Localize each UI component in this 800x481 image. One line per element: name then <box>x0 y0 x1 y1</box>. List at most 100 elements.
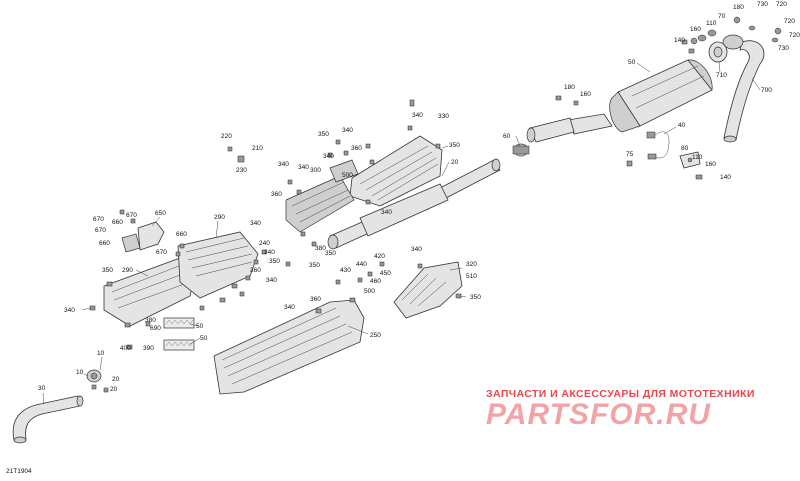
callout-210: 210 <box>252 145 263 152</box>
callout-340-c: 350 <box>269 258 280 265</box>
callout-330-c: 340 <box>323 153 334 160</box>
tailpipe-part <box>722 34 765 143</box>
callout-310: 320 <box>466 261 477 268</box>
exhaust-clamp-part <box>86 369 102 383</box>
callout-510-a: 660 <box>112 219 123 226</box>
callout-160-b: 160 <box>580 91 591 98</box>
callout-220: 220 <box>221 133 232 140</box>
callout-180-a: 180 <box>733 4 744 11</box>
flange-gasket-part <box>708 41 728 63</box>
callout-20-b: 20 <box>110 386 118 393</box>
watermark-tagline: ЗАПЧАСТИ И АКСЕССУАРЫ ДЛЯ МОТОТЕХНИКИ <box>486 388 755 400</box>
callout-330-h: 340 <box>264 249 275 256</box>
callout-330-i: 340 <box>266 277 277 284</box>
callout-410: 430 <box>340 267 351 274</box>
callout-160-a: 160 <box>690 26 701 33</box>
callout-690: 690 <box>150 325 161 332</box>
heat-shield-small-part <box>329 159 359 183</box>
callout-330-b: 340 <box>342 127 353 134</box>
callout-330-k: 340 <box>411 246 422 253</box>
callout-100: 70 <box>718 13 726 20</box>
callout-460: 510 <box>466 273 477 280</box>
callout-730-b: 730 <box>778 45 789 52</box>
callout-320: 330 <box>438 113 449 120</box>
callout-340-a: 350 <box>449 142 460 149</box>
callout-180-b: 180 <box>564 84 575 91</box>
callout-360-b: 380 <box>315 245 326 252</box>
callout-340-f: 350 <box>325 250 336 257</box>
callout-110: 80 <box>681 145 689 152</box>
callout-450-b: 500 <box>364 288 375 295</box>
callout-510-b: 660 <box>99 240 110 247</box>
diagram-id-label: 21T1904 <box>6 468 32 475</box>
heat-shield-right-part <box>393 261 463 319</box>
callout-380: 400 <box>120 345 131 352</box>
callout-340-e: 350 <box>309 262 320 269</box>
heat-shield-top-part <box>285 135 443 233</box>
callout-730-a: 730 <box>757 1 768 8</box>
callout-340-g: 350 <box>470 294 481 301</box>
callout-140-b: 140 <box>720 174 731 181</box>
callout-340-b: 350 <box>318 131 329 138</box>
callout-700: 700 <box>761 87 772 94</box>
callout-30: 30 <box>38 385 46 392</box>
muffler-part <box>609 59 713 133</box>
callout-330-g: 340 <box>250 220 261 227</box>
callout-120-a: 110 <box>706 20 717 27</box>
callout-450-a: 500 <box>342 172 353 179</box>
callout-350-d: 360 <box>310 296 321 303</box>
callout-720-b: 720 <box>784 18 795 25</box>
clamp-part <box>512 143 530 157</box>
callout-240: 240 <box>259 240 270 247</box>
callout-670: 670 <box>156 249 167 256</box>
callout-710: 710 <box>716 72 727 79</box>
callout-330-l: 340 <box>284 304 295 311</box>
heat-shield-mid-part <box>177 231 259 299</box>
spring-part <box>163 317 195 351</box>
hardware-right <box>555 39 703 180</box>
callout-labels: 50 700 710 720 730 720 720 730 180 70 11… <box>38 1 800 393</box>
callout-330-j: 340 <box>64 307 75 314</box>
callout-50-b: 50 <box>200 335 208 342</box>
callout-40: 20 <box>451 159 459 166</box>
heat-shield-bottom-part <box>213 299 365 395</box>
callout-330-a: 340 <box>412 112 423 119</box>
callout-50-a: 50 <box>196 323 204 330</box>
callout-60: 50 <box>628 59 636 66</box>
callout-370: 390 <box>143 345 154 352</box>
rubber-mount-part <box>690 16 782 45</box>
callout-10-a: 10 <box>97 350 105 357</box>
callout-230: 230 <box>236 167 247 174</box>
callout-400: 420 <box>374 253 385 260</box>
callout-430: 450 <box>380 270 391 277</box>
callout-440: 460 <box>370 278 381 285</box>
callout-350-b: 360 <box>271 191 282 198</box>
bracket-part-110 <box>679 151 701 169</box>
callout-330-d: 340 <box>278 161 289 168</box>
callout-290: 290 <box>122 267 133 274</box>
callout-20-a: 20 <box>112 376 120 383</box>
leader-lines <box>42 61 761 405</box>
callout-520-b: 670 <box>126 212 137 219</box>
oxygen-sensor-part <box>646 131 670 160</box>
callout-360: 380 <box>145 317 156 324</box>
callout-270: 290 <box>214 214 225 221</box>
callout-350-c: 360 <box>250 267 261 274</box>
callout-720-a: 720 <box>776 1 787 8</box>
callout-10-b: 10 <box>76 369 84 376</box>
callout-70: 40 <box>678 122 686 129</box>
callout-120-b: 110 <box>692 154 703 161</box>
callout-520-c: 670 <box>95 227 106 234</box>
callout-160-c: 160 <box>705 161 716 168</box>
bracket-part-500 <box>121 221 165 253</box>
headpipe-part <box>12 395 84 444</box>
callout-600: 650 <box>155 210 166 217</box>
watermark-logo: PARTSFOR.RU <box>486 398 711 431</box>
callout-300: 300 <box>310 167 321 174</box>
callout-350-a: 360 <box>351 145 362 152</box>
callout-330-f: 340 <box>381 209 392 216</box>
midpipe-part <box>327 158 501 250</box>
callout-75: 75 <box>626 151 634 158</box>
callout-720-c: 720 <box>789 32 800 39</box>
